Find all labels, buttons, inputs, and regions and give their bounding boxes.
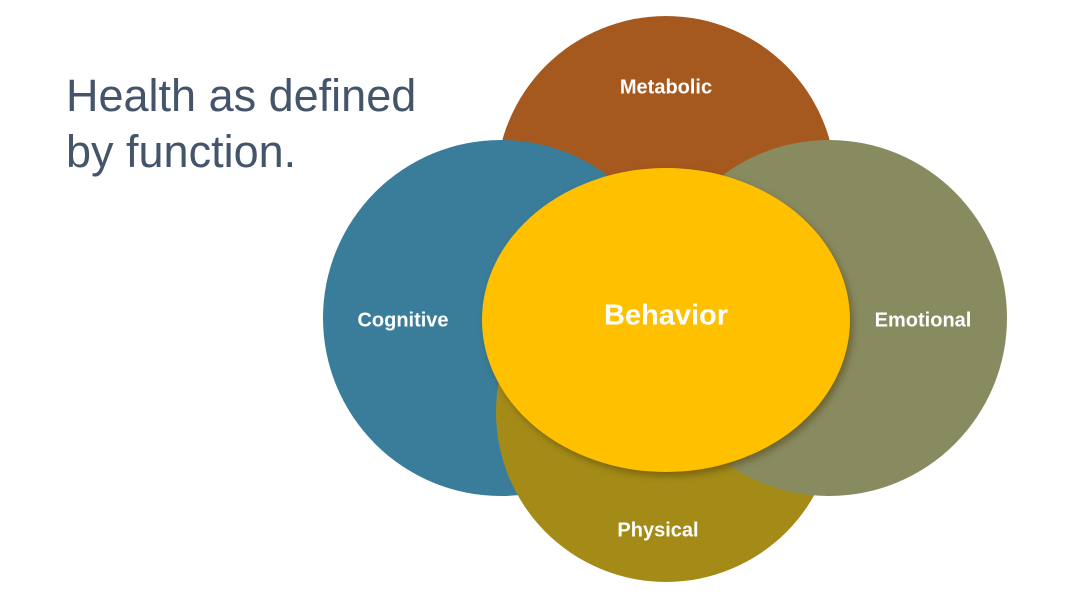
ellipse-behavior <box>482 168 850 472</box>
label-metabolic: Metabolic <box>619 76 713 99</box>
slide-title: Health as defined by function. <box>66 68 416 180</box>
label-emotional: Emotional <box>874 309 972 332</box>
label-physical: Physical <box>617 519 699 542</box>
label-cognitive: Cognitive <box>357 309 449 332</box>
title-line-2: by function. <box>66 125 297 177</box>
label-behavior: Behavior <box>603 299 729 332</box>
title-line-1: Health as defined <box>66 70 417 121</box>
